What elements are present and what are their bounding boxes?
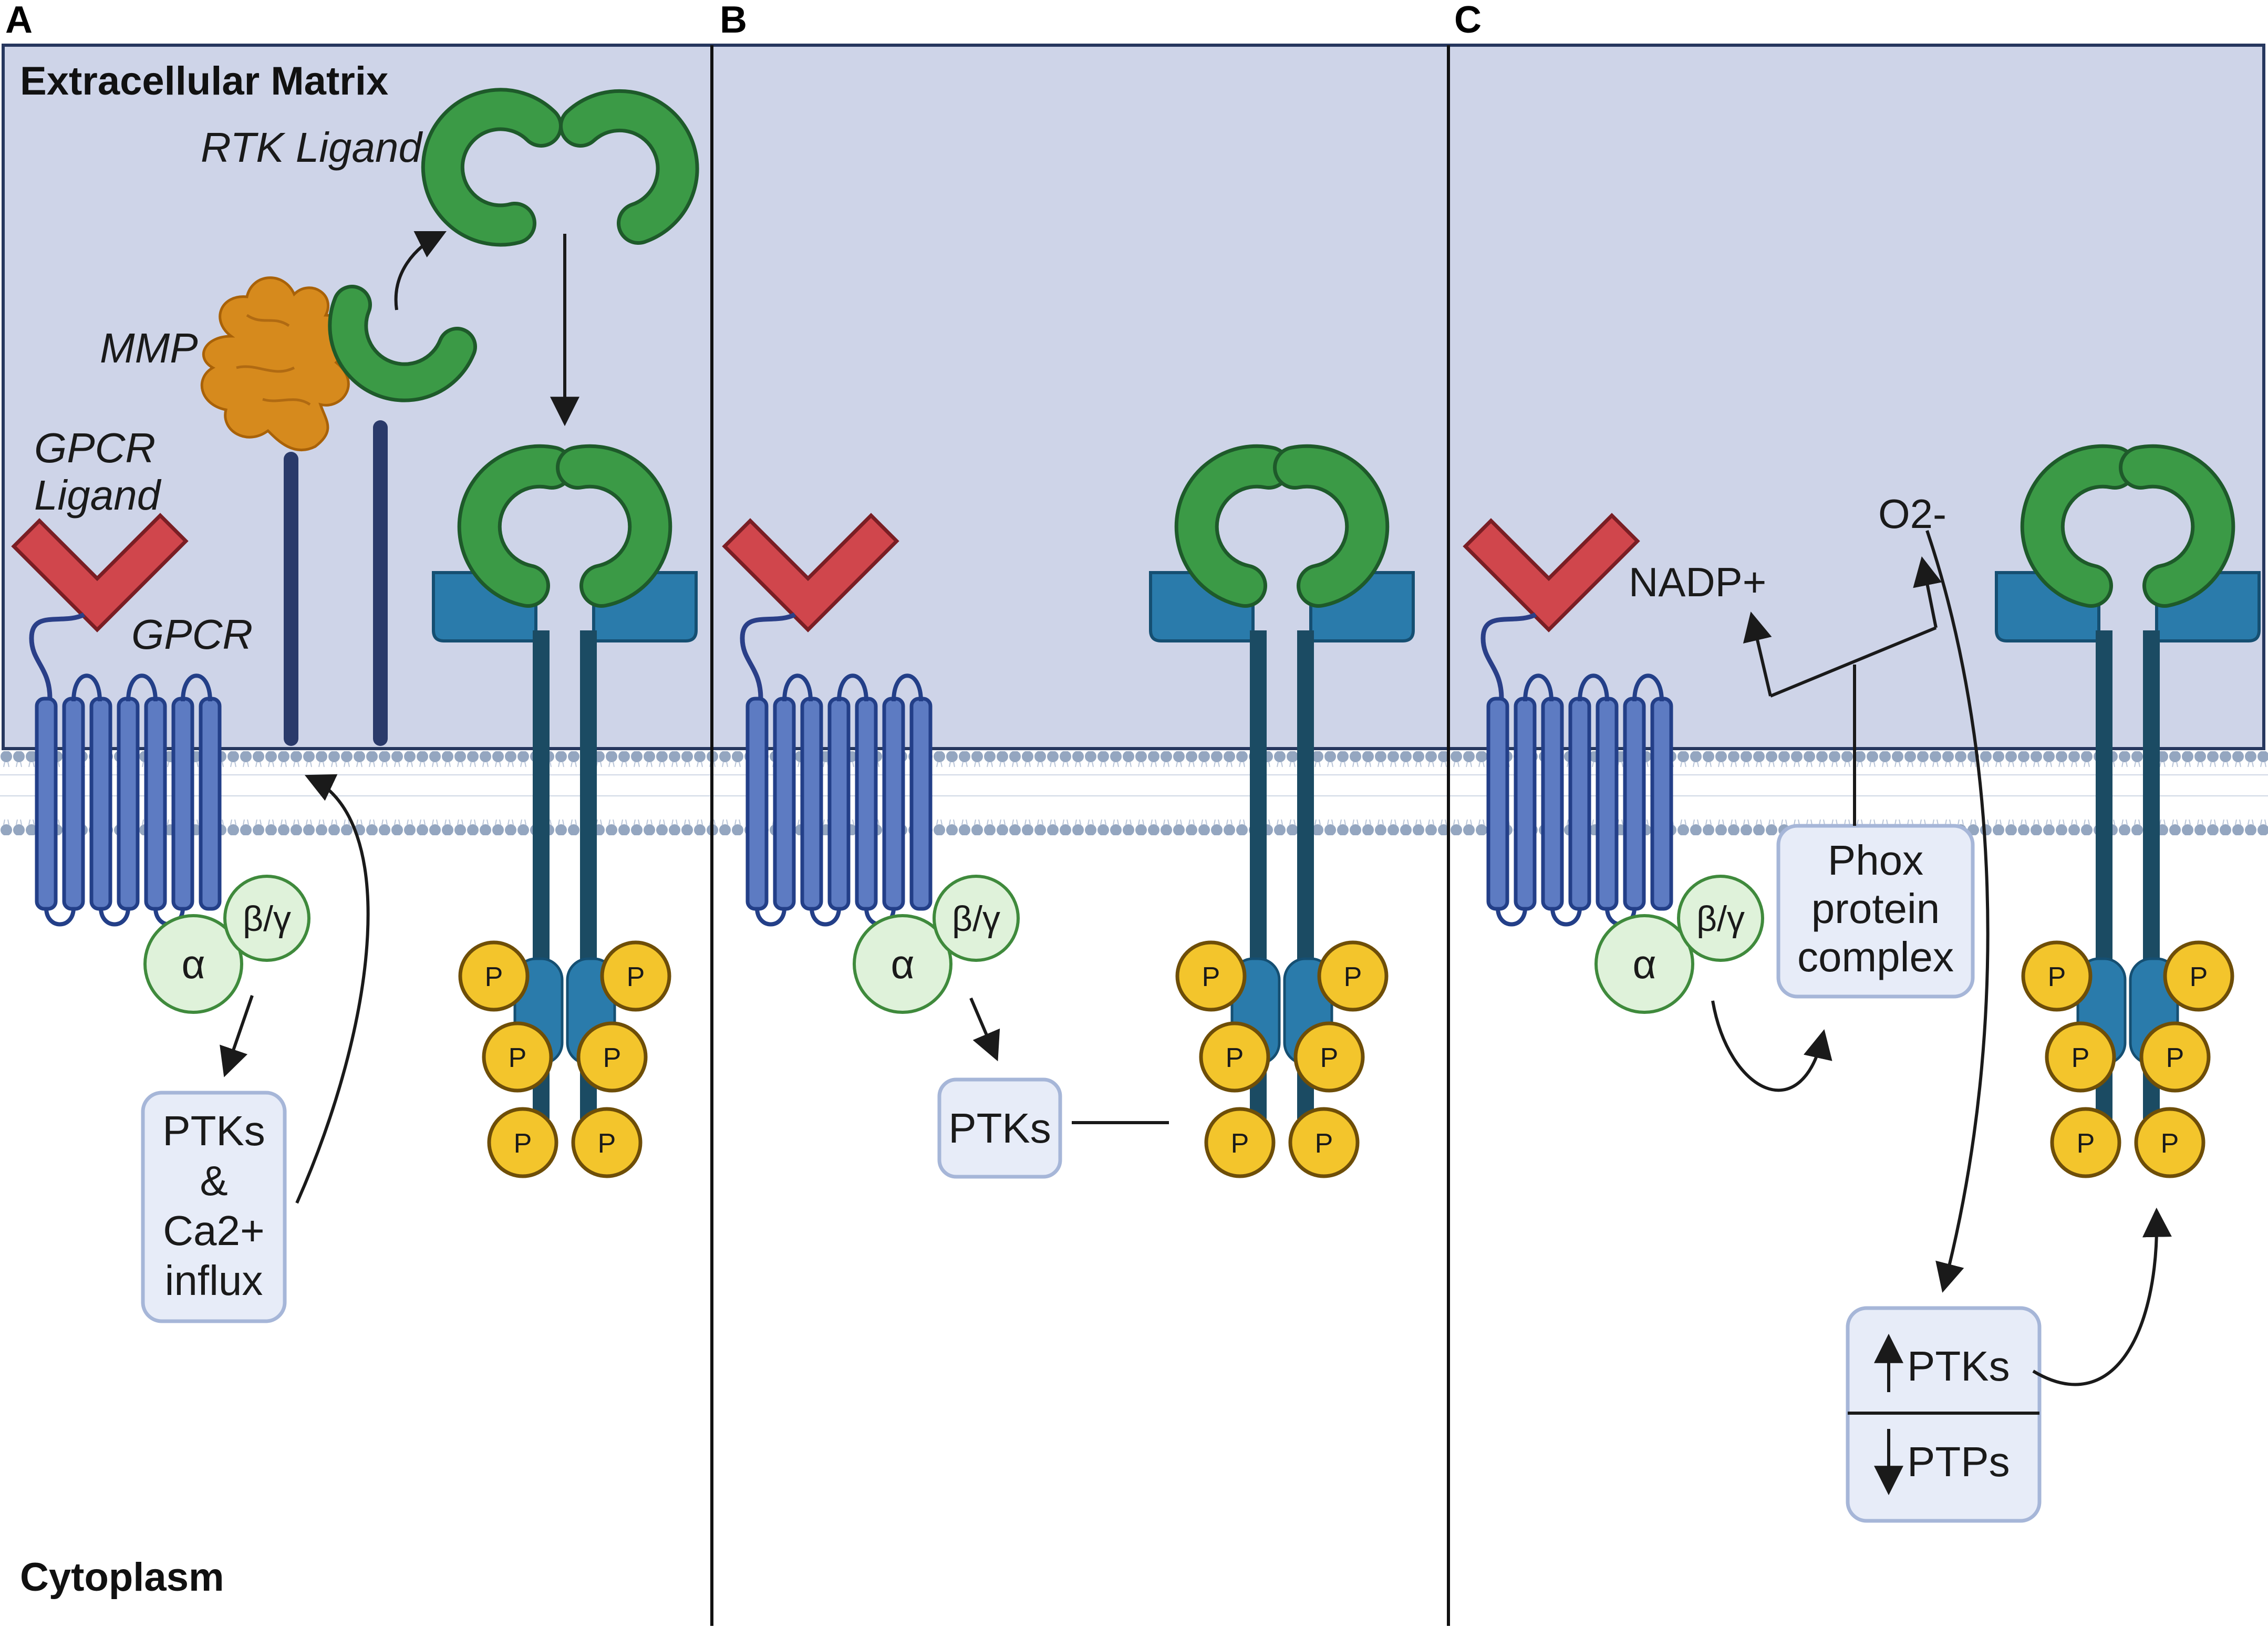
panel-label-c: C xyxy=(1454,0,1482,41)
phosphate-label: P xyxy=(2072,1043,2090,1073)
rtk-receptor-b: P P P P P P xyxy=(1149,444,1415,1178)
g-alpha-subunit xyxy=(1594,914,1694,1014)
phosphate-group xyxy=(576,1021,648,1093)
phosphate-group xyxy=(2139,1021,2211,1093)
arrow-ptks-to-rtk xyxy=(2032,1207,2172,1386)
arrow-fragment-to-ligand xyxy=(394,231,447,310)
phosphate-group xyxy=(2021,940,2093,1012)
ptks-label: PTKs xyxy=(948,1105,1051,1152)
panel-b: α β/γ PTKs xyxy=(722,513,1169,1179)
ptks-label: PTKs xyxy=(1907,1343,2010,1389)
phosphate-group xyxy=(487,1107,558,1178)
phosphate-label: P xyxy=(509,1043,527,1073)
g-beta-gamma-label: β/γ xyxy=(1696,899,1745,939)
phosphate-group xyxy=(1199,1021,1270,1093)
phosphate-label: P xyxy=(2077,1128,2095,1159)
phosphate-group xyxy=(571,1107,643,1178)
ptks-box xyxy=(937,1077,1062,1179)
panel-label-b: B xyxy=(720,0,747,41)
phosphate-label: P xyxy=(2166,1043,2184,1073)
rtk-receptor-a: P P P P P P xyxy=(432,444,698,1178)
gpcr-label: GPCR xyxy=(131,611,253,658)
phosphate-group xyxy=(1204,1107,1276,1178)
arrow-gprotein-to-ptks xyxy=(220,995,254,1077)
panel-a: α β/γ PTKs & Ca2+ influx MMP RTK Ligand … xyxy=(11,88,699,1323)
panel-label-a: A xyxy=(5,0,33,41)
phosphate-label: P xyxy=(2048,962,2066,992)
gpcr-receptor xyxy=(1486,697,1673,911)
phosphate-group xyxy=(1317,940,1389,1012)
mmp-enzyme xyxy=(200,276,350,451)
phox-line1: Phox xyxy=(1828,837,1923,884)
phox-product-arrows xyxy=(1743,556,1942,826)
arrow-box-to-mmp xyxy=(295,774,370,1204)
mmp-label: MMP xyxy=(100,325,198,371)
o2-label: O2- xyxy=(1878,491,1946,537)
phosphate-label: P xyxy=(1231,1128,1249,1159)
phosphate-group xyxy=(482,1021,553,1093)
phox-complex-box xyxy=(1776,824,1975,999)
g-alpha-label: α xyxy=(181,941,205,987)
gpcr-receptor xyxy=(35,697,222,911)
ptks-ca-line1: PTKs xyxy=(162,1107,265,1154)
mmp-stalk xyxy=(284,452,298,746)
phosphate-label: P xyxy=(2190,962,2208,992)
g-beta-gamma-label: β/γ xyxy=(243,899,291,939)
phosphate-label: P xyxy=(2161,1128,2179,1159)
g-alpha-label: α xyxy=(890,941,914,987)
phosphate-group xyxy=(2163,940,2234,1012)
g-alpha-subunit xyxy=(853,914,952,1014)
g-beta-gamma-subunit xyxy=(933,875,1020,962)
phosphate-group xyxy=(458,940,530,1012)
arrow-gprotein-to-ptks xyxy=(969,997,1000,1062)
ptks-ca-line2: & xyxy=(200,1157,227,1204)
phosphate-label: P xyxy=(598,1128,616,1159)
phosphate-group xyxy=(2045,1021,2116,1093)
g-alpha-subunit xyxy=(143,914,243,1014)
gpcr-receptor xyxy=(745,697,933,911)
arrow-gprotein-to-phox xyxy=(1711,1000,1832,1092)
arrow-o2-to-ptk-box xyxy=(1925,530,1990,1293)
phosphate-label: P xyxy=(485,962,503,992)
phosphate-label: P xyxy=(1226,1043,1244,1073)
cytoplasm-label: Cytoplasm xyxy=(20,1555,224,1600)
phosphate-label: P xyxy=(1344,962,1362,992)
g-beta-gamma-subunit xyxy=(1677,875,1764,962)
gpcr-ligand-label-2: Ligand xyxy=(34,472,162,519)
pro-ligand-stalk xyxy=(373,420,388,746)
extracellular-label: Extracellular Matrix xyxy=(20,59,388,103)
phosphate-group xyxy=(2050,1107,2121,1178)
phosphate-group xyxy=(1293,1021,1365,1093)
g-alpha-label: α xyxy=(1632,941,1656,987)
phox-line2: protein xyxy=(1811,885,1940,932)
plasma-membrane xyxy=(0,751,2268,835)
phosphate-label: P xyxy=(1202,962,1220,992)
panel-c: α β/γ Phox protein complex NADP+ O2- PTK… xyxy=(1463,491,2172,1523)
ptks-ca-influx-box xyxy=(141,1091,287,1323)
phosphate-group xyxy=(1288,1107,1360,1178)
nadp-label: NADP+ xyxy=(1629,559,1766,605)
rtk-ligand-label: RTK Ligand xyxy=(201,124,423,171)
phosphate-label: P xyxy=(1320,1043,1339,1073)
phosphate-label: P xyxy=(514,1128,532,1159)
ptks-ca-line3: Ca2+ xyxy=(163,1207,264,1254)
g-beta-gamma-label: β/γ xyxy=(952,899,1000,939)
ptps-label: PTPs xyxy=(1907,1438,2010,1485)
ptks-ca-line4: influx xyxy=(165,1257,263,1304)
phosphate-label: P xyxy=(1315,1128,1333,1159)
phosphate-label: P xyxy=(627,962,645,992)
phosphate-label: P xyxy=(603,1043,622,1073)
phox-line3: complex xyxy=(1797,934,1954,980)
phosphate-group xyxy=(600,940,671,1012)
gpcr-ligand-label-1: GPCR xyxy=(34,424,156,471)
phosphate-group xyxy=(1175,940,1247,1012)
g-beta-gamma-subunit xyxy=(223,875,310,962)
rtk-receptor-c: P P P P P P xyxy=(1995,444,2261,1178)
phosphate-group xyxy=(2134,1107,2205,1178)
